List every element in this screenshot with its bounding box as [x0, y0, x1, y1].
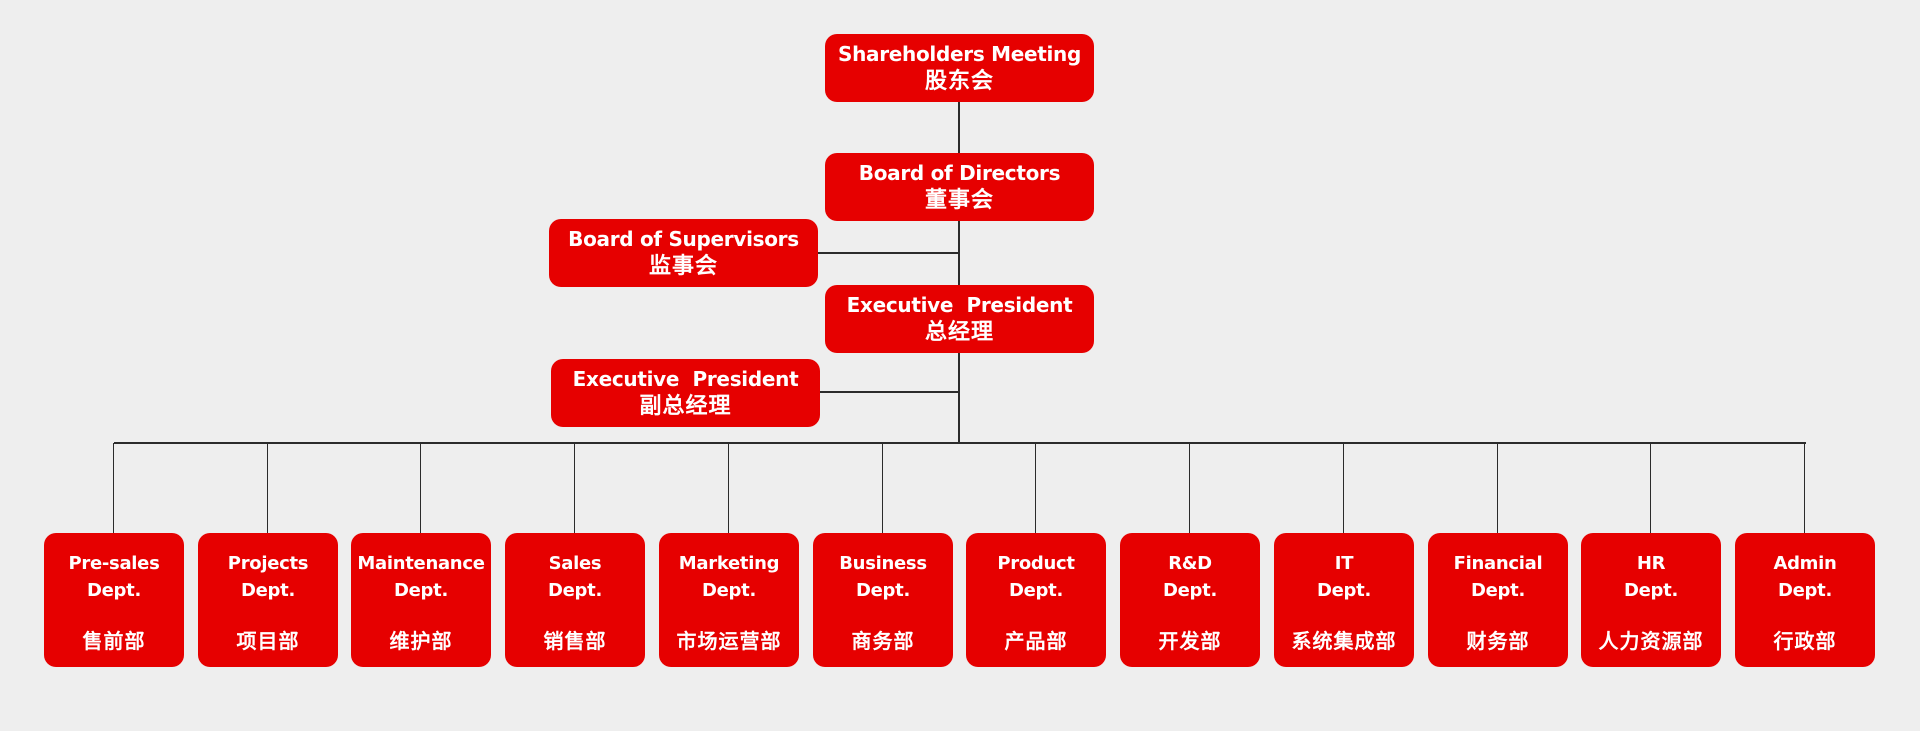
department-name-en: HR: [1636, 553, 1666, 574]
department-name-en: Marketing: [678, 553, 780, 574]
department-suffix-en: Dept.: [1009, 580, 1063, 601]
board-of-supervisors-box[interactable]: Board of Supervisors 监事会: [549, 219, 818, 287]
department-box-it[interactable]: IT Dept. 系统集成部: [1274, 533, 1414, 667]
connector-shareholders-to-board: [958, 101, 960, 154]
department-name-en: Product: [997, 553, 1075, 574]
department-name-zh: 产品部: [1004, 629, 1068, 653]
executive-president-zh: 总经理: [924, 319, 994, 345]
board-of-supervisors-zh: 监事会: [648, 253, 718, 279]
connector-dept-admin: [1804, 443, 1805, 533]
connector-board-to-executive: [958, 221, 960, 285]
department-name-en: Admin: [1773, 553, 1837, 574]
department-name-en: Pre-sales: [68, 553, 160, 574]
department-name-en: IT: [1334, 553, 1354, 574]
department-name-en: R&D: [1168, 553, 1212, 574]
connector-dept-marketing: [728, 443, 729, 533]
connector-dept-maintenance: [420, 443, 421, 533]
department-name-en: Projects: [227, 553, 309, 574]
department-name-zh: 市场运营部: [676, 629, 782, 653]
board-of-directors-box[interactable]: Board of Directors 董事会: [825, 153, 1094, 221]
vice-president-box[interactable]: Executive President 副总经理: [551, 359, 820, 427]
connector-executive-to-departments: [958, 353, 960, 444]
department-name-en: Sales: [548, 553, 602, 574]
department-box-hr[interactable]: HR Dept. 人力资源部: [1581, 533, 1721, 667]
board-of-directors-en: Board of Directors: [858, 160, 1061, 185]
department-suffix-en: Dept.: [394, 580, 448, 601]
department-name-zh: 行政部: [1773, 629, 1837, 653]
department-name-zh: 商务部: [851, 629, 915, 653]
department-suffix-en: Dept.: [1624, 580, 1678, 601]
executive-president-en: Executive President: [846, 292, 1073, 317]
department-suffix-en: Dept.: [548, 580, 602, 601]
shareholders-meeting-zh: 股东会: [924, 68, 994, 94]
department-name-zh: 人力资源部: [1598, 629, 1704, 653]
board-of-directors-zh: 董事会: [924, 187, 994, 213]
department-suffix-en: Dept.: [1471, 580, 1525, 601]
department-name-en: Financial: [1453, 553, 1543, 574]
connector-vice-president: [819, 391, 959, 393]
shareholders-meeting-en: Shareholders Meeting: [837, 41, 1081, 66]
board-of-supervisors-en: Board of Supervisors: [568, 226, 799, 251]
connector-dept-rnd: [1189, 443, 1190, 533]
department-suffix-en: Dept.: [702, 580, 756, 601]
vice-president-en: Executive President: [572, 366, 799, 391]
connector-dept-projects: [267, 443, 268, 533]
connector-dept-sales: [574, 443, 575, 533]
department-suffix-en: Dept.: [1163, 580, 1217, 601]
vice-president-zh: 副总经理: [639, 393, 732, 419]
department-suffix-en: Dept.: [241, 580, 295, 601]
connector-dept-business: [882, 443, 883, 533]
shareholders-meeting-box[interactable]: Shareholders Meeting 股东会: [825, 34, 1094, 102]
connector-dept-presales: [113, 443, 114, 533]
department-suffix-en: Dept.: [856, 580, 910, 601]
department-name-zh: 开发部: [1158, 629, 1222, 653]
connector-dept-financial: [1497, 443, 1498, 533]
connector-supervisors: [818, 252, 959, 254]
department-name-en: Maintenance: [357, 553, 485, 574]
department-name-zh: 售前部: [82, 629, 146, 653]
connector-dept-product: [1035, 443, 1036, 533]
department-bus-line: [114, 442, 1806, 444]
department-name-zh: 系统集成部: [1291, 629, 1397, 653]
department-suffix-en: Dept.: [87, 580, 141, 601]
department-suffix-en: Dept.: [1317, 580, 1371, 601]
department-name-en: Business: [839, 553, 927, 574]
executive-president-box[interactable]: Executive President 总经理: [825, 285, 1094, 353]
department-suffix-en: Dept.: [1778, 580, 1832, 601]
connector-dept-it: [1343, 443, 1344, 533]
department-name-zh: 销售部: [543, 629, 607, 653]
connector-dept-hr: [1650, 443, 1651, 533]
department-box-rnd[interactable]: R&D Dept. 开发部: [1120, 533, 1260, 667]
department-name-zh: 项目部: [236, 629, 300, 653]
department-name-zh: 财务部: [1466, 629, 1530, 653]
department-name-zh: 维护部: [389, 629, 453, 653]
